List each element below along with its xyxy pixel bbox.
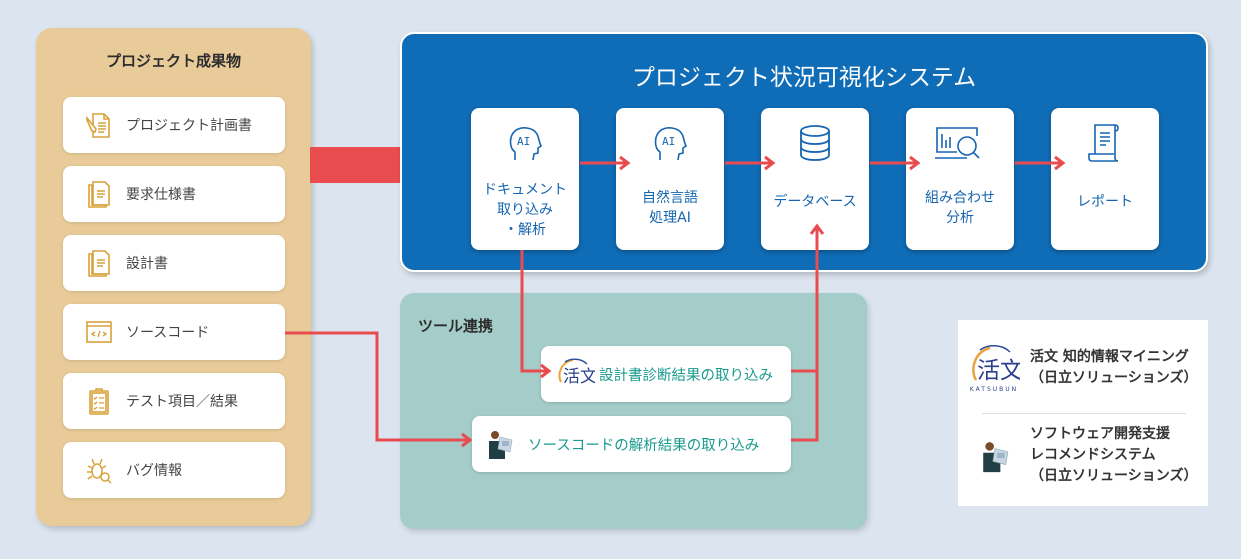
documents-icon (84, 248, 114, 278)
ai-head-icon: AI (471, 122, 579, 166)
deliverable-label: ソースコード (126, 325, 210, 341)
documents-icon (84, 179, 114, 209)
document-pencil-icon (84, 110, 114, 140)
legend-item-recommend: ソフトウェア開発支援 レコメンドシステム （日立ソリューションズ） (958, 424, 1208, 487)
deliverable-label: バグ情報 (126, 463, 182, 479)
step-database[interactable]: データベース (761, 108, 869, 250)
person-laptop-icon (486, 429, 514, 459)
svg-text:AI: AI (662, 135, 675, 148)
deliverable-test-results[interactable]: テスト項目／結果 (63, 373, 285, 429)
ai-head-icon: AI (616, 122, 724, 166)
step-label: レポート (1077, 194, 1133, 210)
tool-label: ソースコードの解析結果の取り込み (528, 437, 760, 454)
database-icon (761, 122, 869, 166)
deliverable-project-plan[interactable]: プロジェクト計画書 (63, 97, 285, 153)
tool-label: 設計書診断結果の取り込み (599, 367, 773, 384)
person-laptop-icon (980, 439, 1010, 473)
deliverable-label: 要求仕様書 (126, 187, 196, 203)
visualization-system-panel: プロジェクト状況可視化システム AI ドキュメント 取り込み ・解析 AI 自然… (400, 32, 1208, 272)
deliverable-source-code[interactable]: ソースコード (63, 304, 285, 360)
tools-title: ツール連携 (418, 317, 494, 335)
report-scroll-icon (1051, 122, 1159, 166)
bug-search-icon (84, 455, 114, 485)
clipboard-checklist-icon (84, 386, 114, 416)
step-label: 自然言語 処理AI (642, 190, 698, 226)
deliverable-label: 設計書 (126, 256, 168, 272)
svg-text:活文: 活文 (977, 358, 1020, 384)
step-nlp-ai[interactable]: AI 自然言語 処理AI (616, 108, 724, 250)
legend-divider (982, 413, 1186, 414)
deliverables-panel: プロジェクト成果物 プロジェクト計画書 要求仕様書 設計書 (36, 28, 311, 526)
analytics-search-icon (906, 122, 1014, 166)
svg-text:活文: 活文 (563, 367, 595, 387)
katsubun-logo-icon: 活文 KATSUBUN (968, 342, 1020, 393)
tool-design-diagnosis-import[interactable]: 活文 設計書診断結果の取り込み (541, 346, 791, 402)
legend-item-katsubun: 活文 KATSUBUN 活文 知的情報マイニング （日立ソリューションズ） (958, 342, 1208, 393)
system-title: プロジェクト状況可視化システム (631, 65, 977, 91)
katsubun-logo-text: KATSUBUN (969, 386, 1019, 393)
deliverable-label: テスト項目／結果 (126, 394, 238, 410)
deliverables-title: プロジェクト成果物 (105, 52, 241, 70)
legend-text: ソフトウェア開発支援 レコメンドシステム （日立ソリューションズ） (1030, 426, 1198, 484)
deliverable-requirements[interactable]: 要求仕様書 (63, 166, 285, 222)
katsubun-logo-icon: 活文 (555, 354, 595, 394)
deliverable-bug-info[interactable]: バグ情報 (63, 442, 285, 498)
step-label: 組み合わせ 分析 (925, 190, 995, 226)
step-report[interactable]: レポート (1051, 108, 1159, 250)
deliverable-label: プロジェクト計画書 (126, 118, 252, 134)
code-window-icon (84, 317, 114, 347)
legend-text: 活文 知的情報マイニング （日立ソリューションズ） (1030, 348, 1198, 386)
tool-source-analysis-import[interactable]: ソースコードの解析結果の取り込み (472, 416, 791, 472)
step-label: ドキュメント 取り込み ・解析 (483, 182, 567, 238)
step-label: データベース (773, 194, 857, 210)
svg-text:AI: AI (517, 135, 530, 148)
legend-box: 活文 KATSUBUN 活文 知的情報マイニング （日立ソリューションズ） ソフ… (958, 320, 1208, 506)
tool-integration-panel: ツール連携 活文 設計書診断結果の取り込み ソースコードの解析結果の取り込み (400, 293, 867, 529)
deliverable-design-doc[interactable]: 設計書 (63, 235, 285, 291)
step-document-ingest[interactable]: AI ドキュメント 取り込み ・解析 (471, 108, 579, 250)
step-combined-analysis[interactable]: 組み合わせ 分析 (906, 108, 1014, 250)
